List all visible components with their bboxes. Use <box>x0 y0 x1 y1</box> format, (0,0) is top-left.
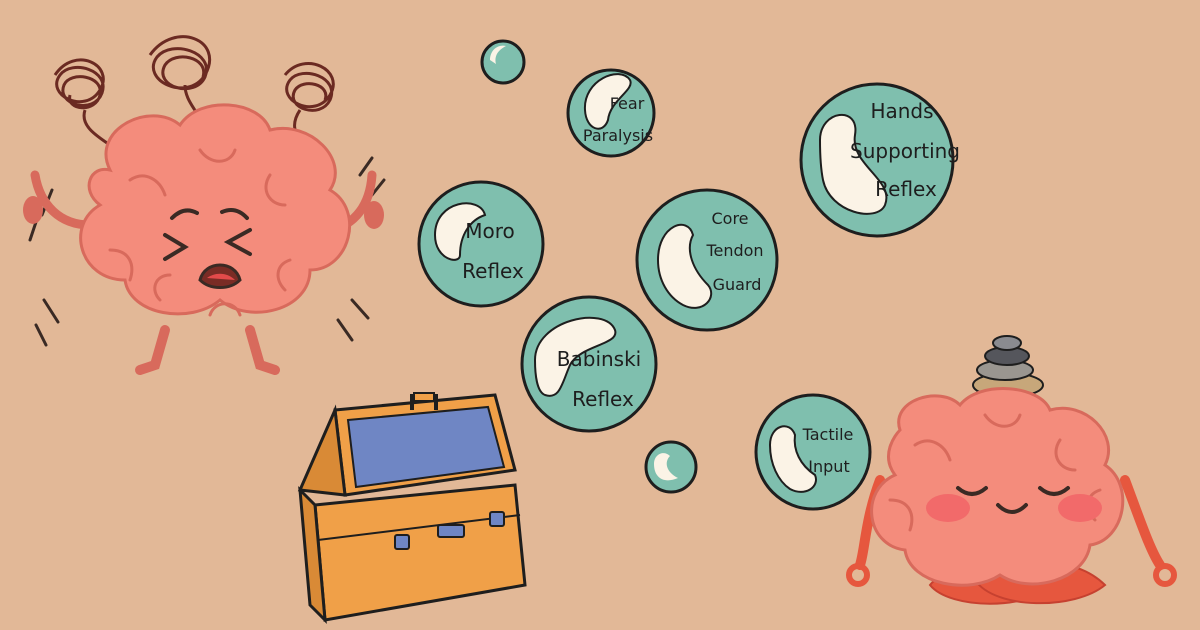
bubble-label-line: Babinski <box>557 347 641 371</box>
bubble-hands-supporting-reflex: Hands Supporting Reflex <box>799 82 960 238</box>
bubble-label-line: Reflex <box>572 387 634 411</box>
empty-bubble <box>644 440 698 494</box>
bubble-label-line: Reflex <box>462 259 524 283</box>
bubble-label-line: Fear <box>610 94 645 113</box>
bubble-tactile-input: Tactile Input <box>754 393 872 511</box>
bubble-label-line: Supporting <box>850 139 960 163</box>
bubble-label-line: Guard <box>713 275 762 294</box>
bubble-label-line: Core <box>711 209 748 228</box>
stressed-face <box>163 208 252 261</box>
bubble-label-line: Reflex <box>875 177 937 201</box>
bubble-label-line: Paralysis <box>583 126 653 145</box>
bubble-label-line: Moro <box>465 219 515 243</box>
bubble-label-line: Input <box>808 457 849 476</box>
bubble-label-line: Hands <box>870 99 933 123</box>
bubble-fear-paralysis: Fear Paralysis <box>566 68 656 158</box>
bubble-moro-reflex: Moro Reflex <box>417 180 545 308</box>
bubble-core-tendon-guard: Core Tendon Guard <box>635 188 779 332</box>
empty-bubble <box>480 39 526 85</box>
bubble-label-line: Tendon <box>705 241 763 260</box>
stressed-brain-icon <box>23 35 386 375</box>
shake-lines <box>28 156 386 347</box>
calm-face <box>926 486 1102 522</box>
bubble-label-line: Tactile <box>802 425 854 444</box>
calm-brain-icon <box>846 335 1177 605</box>
bubbles-group: Fear Paralysis Hands Supporting Reflex M… <box>417 39 960 511</box>
bubble-babinski-reflex: Babinski Reflex <box>520 295 658 433</box>
toolbox-icon <box>297 392 527 624</box>
